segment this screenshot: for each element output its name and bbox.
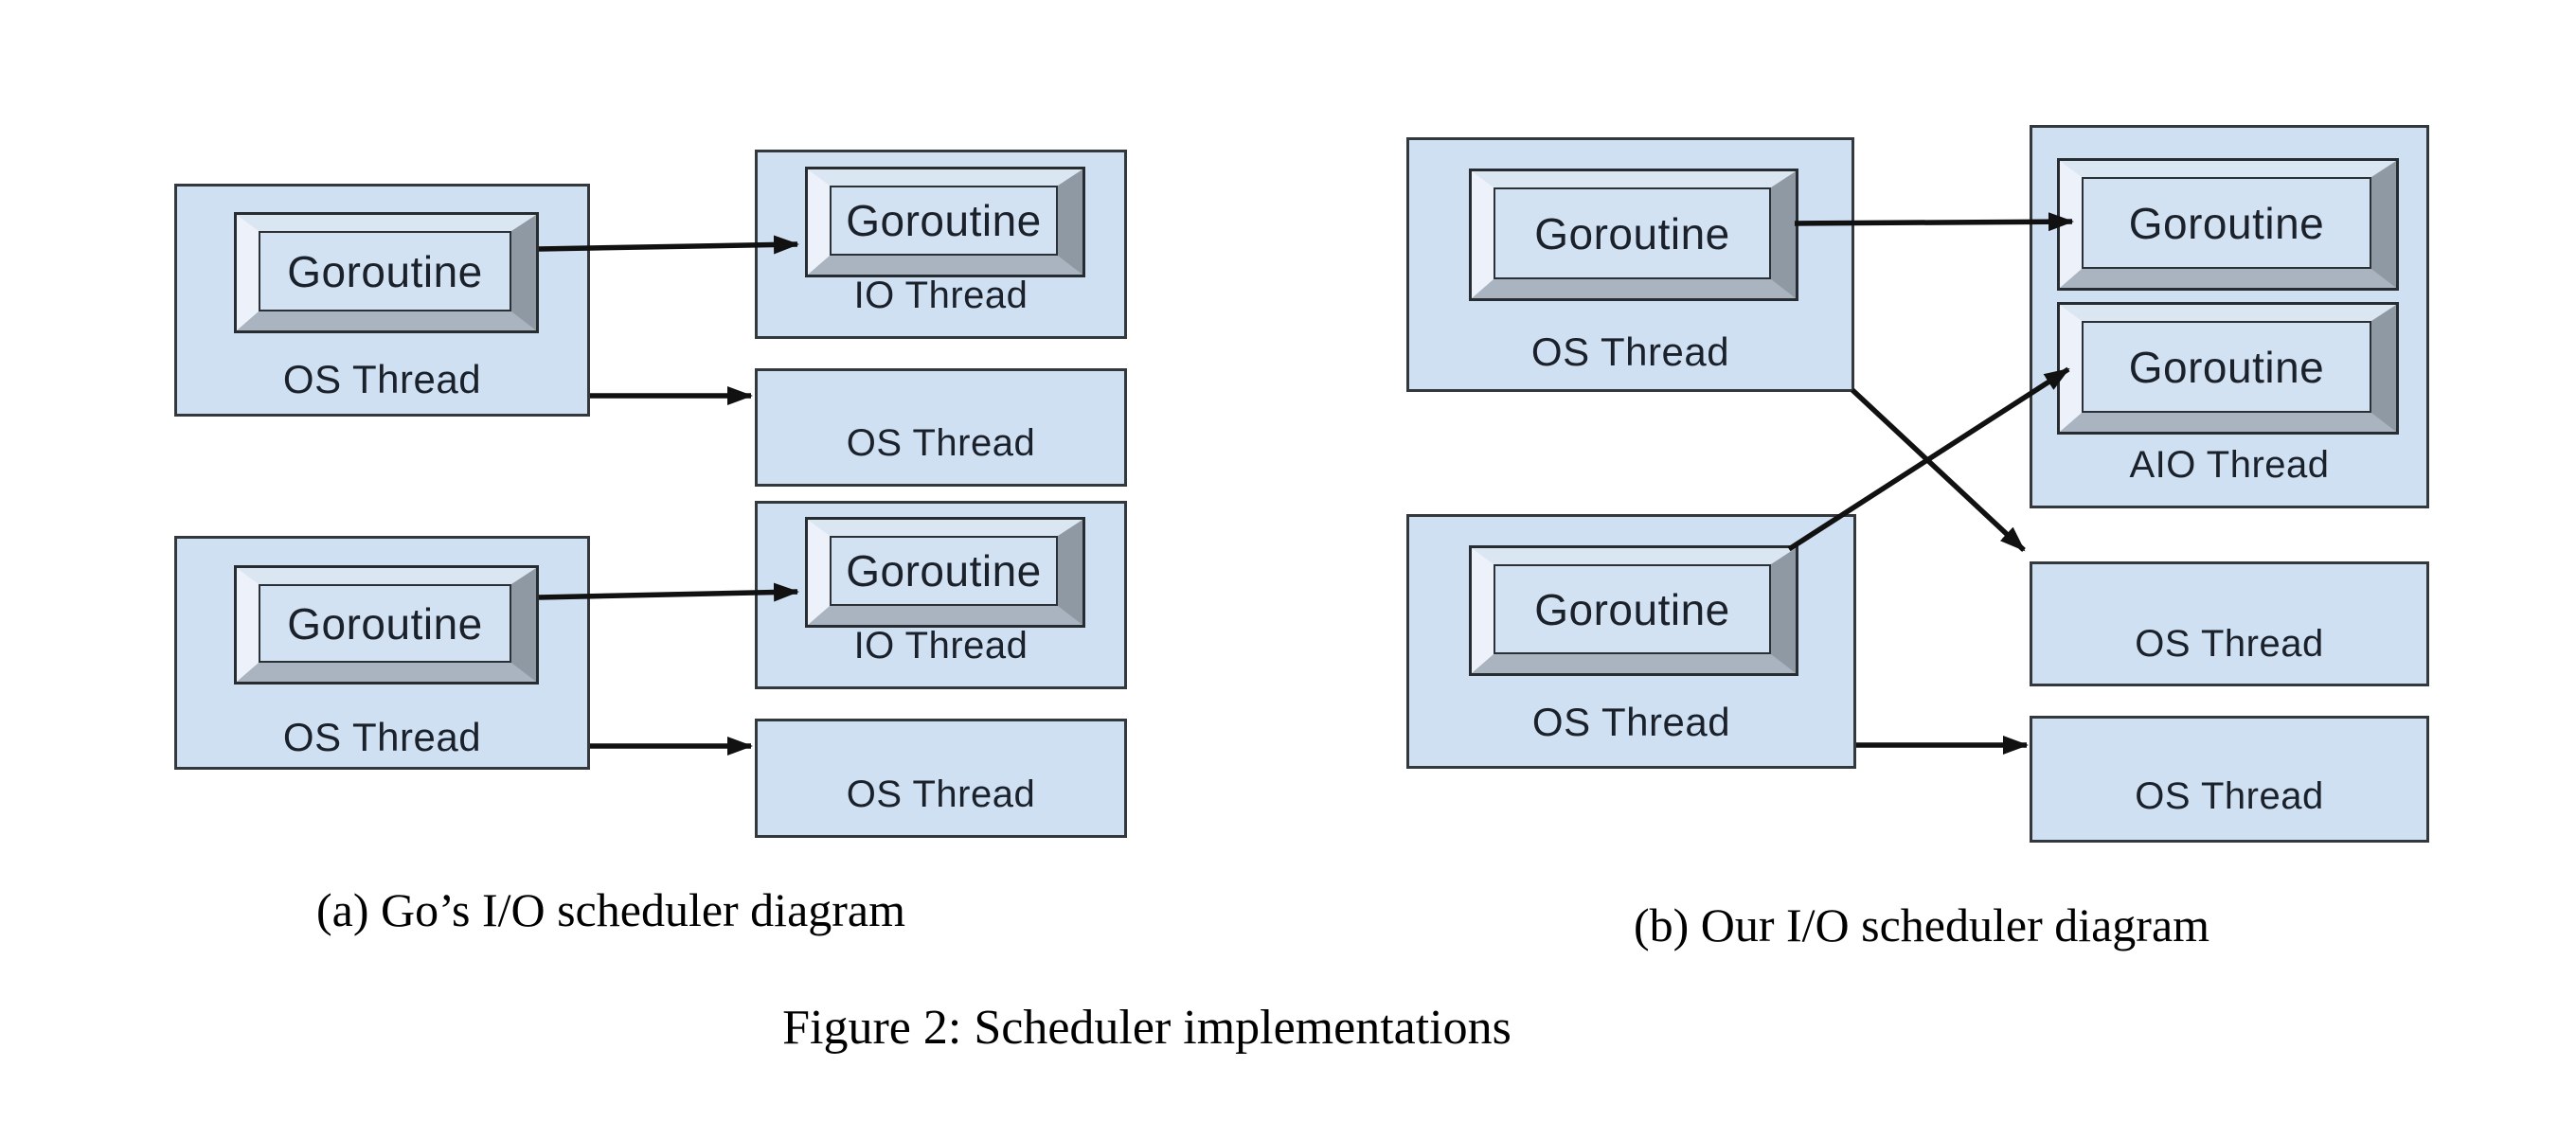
goroutine-label: Goroutine <box>846 546 1042 596</box>
a-goroutine-in-io-thread-2: Goroutine <box>805 517 1085 628</box>
goroutine-label: Goroutine <box>287 246 483 296</box>
b-aio-goroutine-1-panel: Goroutine <box>2082 177 2371 269</box>
goroutine-label: Goroutine <box>287 598 483 649</box>
io-thread-label: IO Thread <box>853 625 1029 667</box>
arrow-b-osthread1-to-osright1 <box>1851 387 2026 553</box>
a-os-thread-right-1-box: OS Thread <box>755 368 1127 487</box>
b-goroutine-in-os-thread-2: Goroutine <box>1469 545 1798 676</box>
a-io-goroutine-2-panel: Goroutine <box>830 536 1058 606</box>
b-os-thread-2-box: Goroutine OS Thread <box>1406 514 1856 769</box>
aio-thread-label: AIO Thread <box>2129 444 2330 486</box>
goroutine-label: Goroutine <box>2128 342 2325 392</box>
a-goroutine-in-io-thread-1: Goroutine <box>805 167 1085 277</box>
a-os-thread-1-box: Goroutine OS Thread <box>174 184 590 417</box>
goroutine-label: Goroutine <box>2128 198 2325 248</box>
os-thread-label: OS Thread <box>1531 700 1731 744</box>
b-aio-goroutine-2-panel: Goroutine <box>2082 321 2371 413</box>
b-goroutine-in-os-thread-1: Goroutine <box>1469 169 1798 301</box>
b-os-thread-1-box: Goroutine OS Thread <box>1406 137 1854 392</box>
a-io-thread-2-box: Goroutine IO Thread <box>755 501 1127 689</box>
a-os-thread-2-box: Goroutine OS Thread <box>174 536 590 770</box>
os-thread-label: OS Thread <box>282 357 482 401</box>
b-goroutine-2-in-aio-thread: Goroutine <box>2057 302 2399 435</box>
a-os-thread-right-2-box: OS Thread <box>755 719 1127 838</box>
a-io-thread-1-box: Goroutine IO Thread <box>755 150 1127 339</box>
os-thread-label: OS Thread <box>2135 623 2324 665</box>
subfigure-a-caption: (a) Go’s I/O scheduler diagram <box>316 883 905 936</box>
a-goroutine-2-panel: Goroutine <box>259 584 511 663</box>
goroutine-label: Goroutine <box>846 196 1042 245</box>
a-goroutine-in-os-thread-2: Goroutine <box>234 565 539 685</box>
b-aio-thread-box: Goroutine Goroutine AIO Thread <box>2030 125 2429 508</box>
io-thread-label: IO Thread <box>853 275 1029 316</box>
os-thread-label: OS Thread <box>282 715 482 759</box>
goroutine-label: Goroutine <box>1534 208 1730 258</box>
a-goroutine-in-os-thread-1: Goroutine <box>234 212 539 333</box>
os-thread-label: OS Thread <box>1530 329 1730 374</box>
a-io-goroutine-1-panel: Goroutine <box>830 186 1058 256</box>
os-thread-label: OS Thread <box>846 773 1036 815</box>
a-goroutine-1-panel: Goroutine <box>259 231 511 311</box>
b-os-thread-right-2-box: OS Thread <box>2030 716 2429 843</box>
b-os-thread-right-1-box: OS Thread <box>2030 561 2429 686</box>
figure-caption: Figure 2: Scheduler implementations <box>782 1001 1512 1055</box>
b-goroutine-2-panel: Goroutine <box>1494 564 1771 654</box>
os-thread-label: OS Thread <box>846 422 1036 464</box>
b-goroutine-1-panel: Goroutine <box>1494 187 1771 279</box>
goroutine-label: Goroutine <box>1534 584 1730 634</box>
os-thread-label: OS Thread <box>2135 775 2324 817</box>
subfigure-b-caption: (b) Our I/O scheduler diagram <box>1633 898 2210 951</box>
b-goroutine-1-in-aio-thread: Goroutine <box>2057 158 2399 291</box>
